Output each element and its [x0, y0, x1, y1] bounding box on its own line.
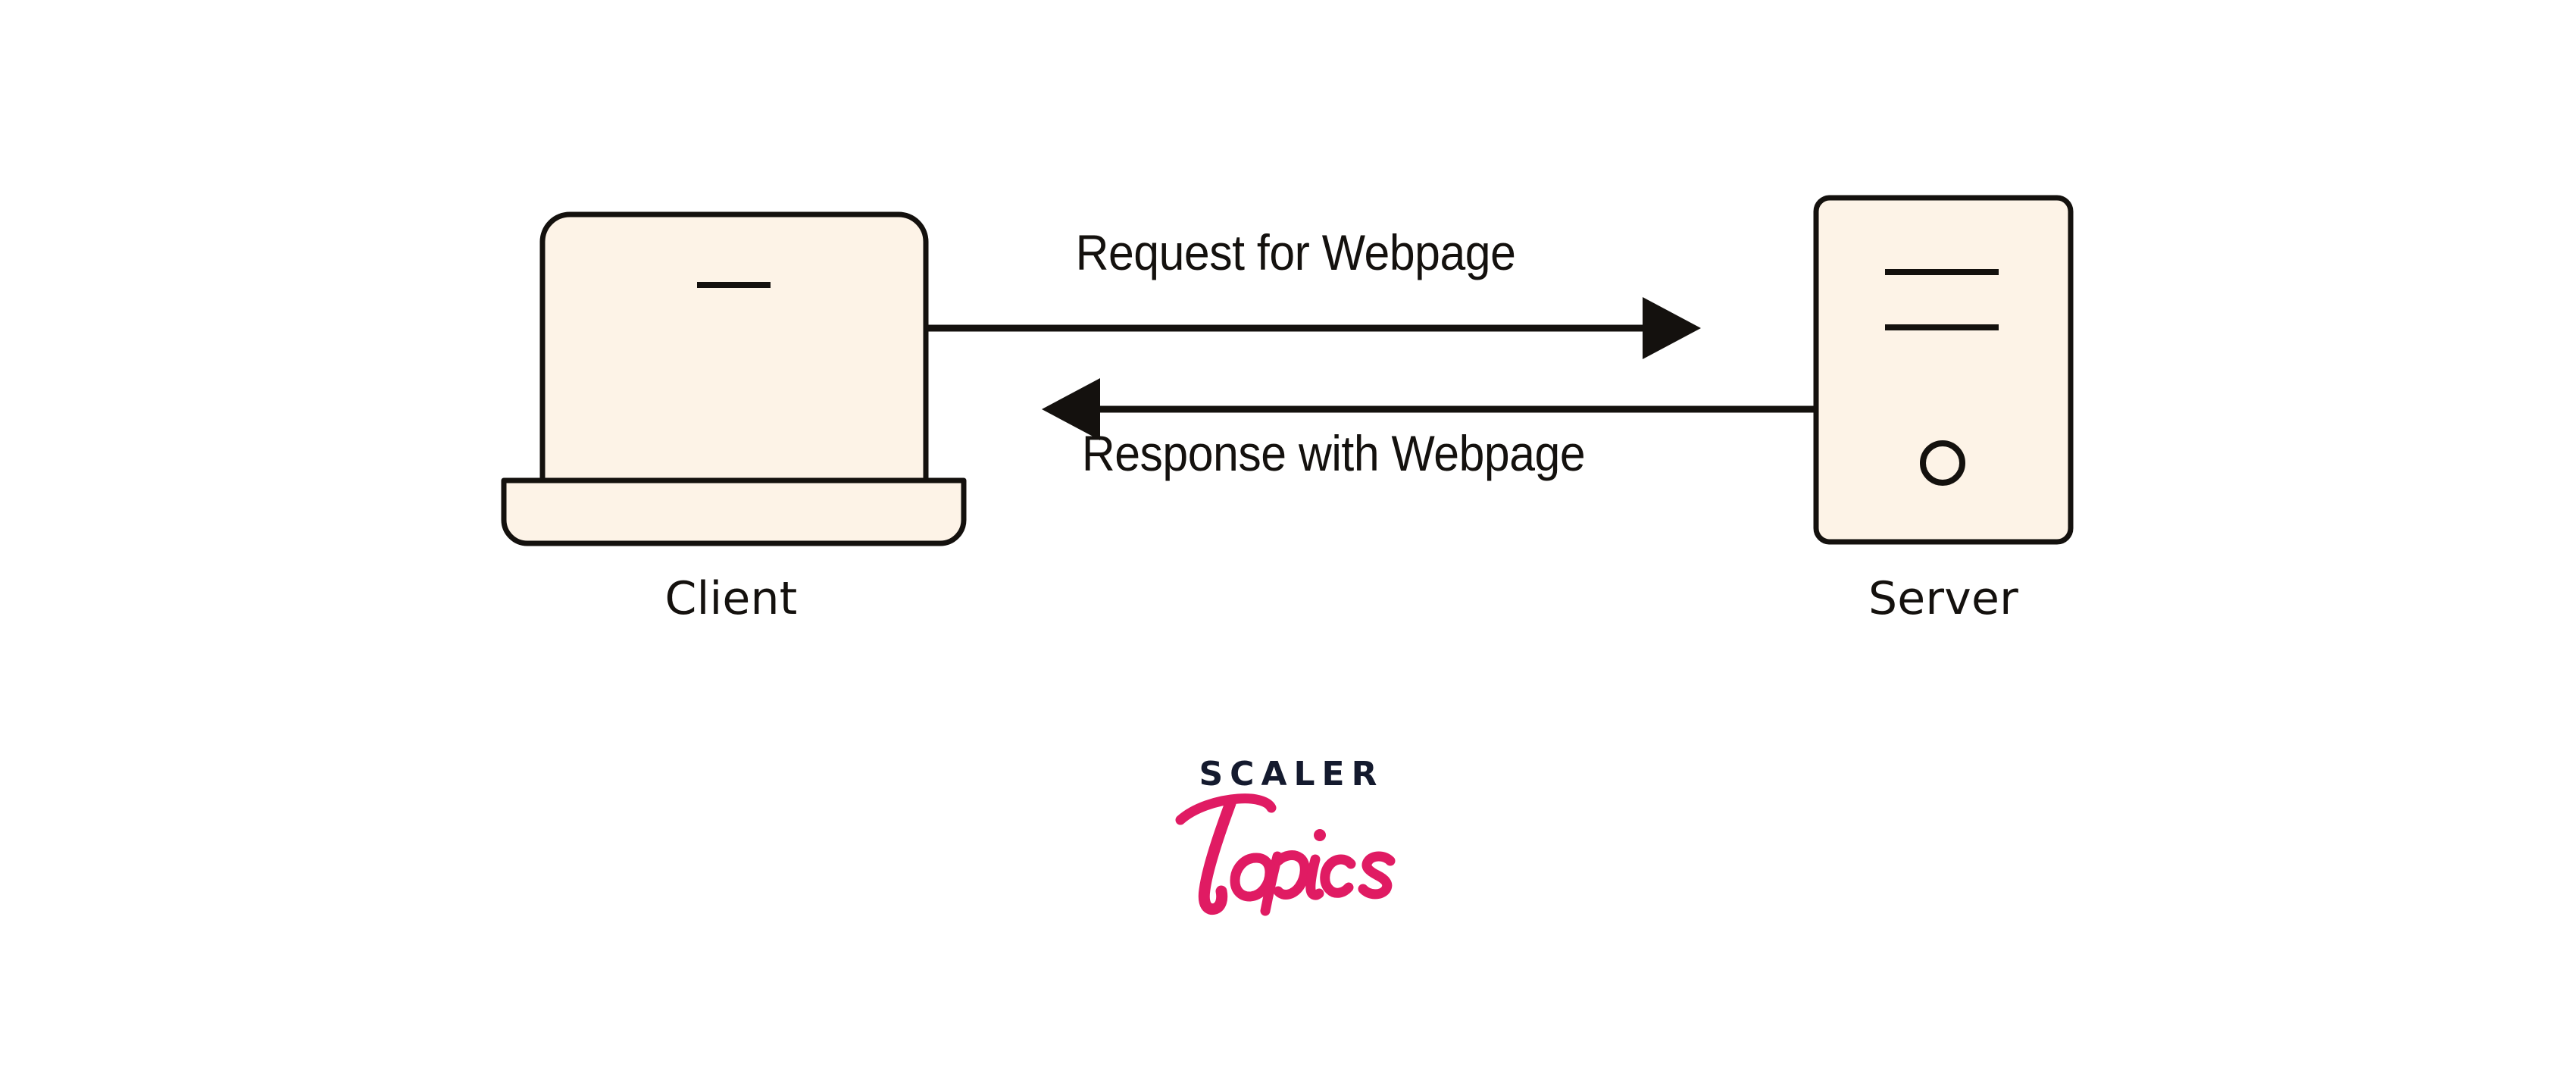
request-arrow-icon — [926, 297, 1701, 359]
server-power-button-icon — [1920, 440, 1965, 486]
logo-script-topics-icon — [1175, 793, 1396, 916]
response-edge-label: Response with Webpage — [1081, 425, 1586, 481]
client-node-label: Client — [664, 572, 798, 625]
client-node — [501, 211, 967, 546]
logo-wordmark-scaler: SCALER — [1199, 755, 1384, 793]
logo-script-topics — [1159, 788, 1417, 917]
request-edge-label: Request for Webpage — [1075, 224, 1516, 280]
response-arrow-icon — [1042, 378, 1816, 440]
server-node — [1813, 195, 2074, 545]
server-node-label: Server — [1868, 572, 2018, 625]
laptop-screen-icon — [539, 211, 929, 483]
scaler-topics-logo: SCALER — [1159, 758, 1417, 955]
laptop-base-icon — [501, 477, 967, 546]
server-tower-icon — [1813, 195, 2074, 545]
